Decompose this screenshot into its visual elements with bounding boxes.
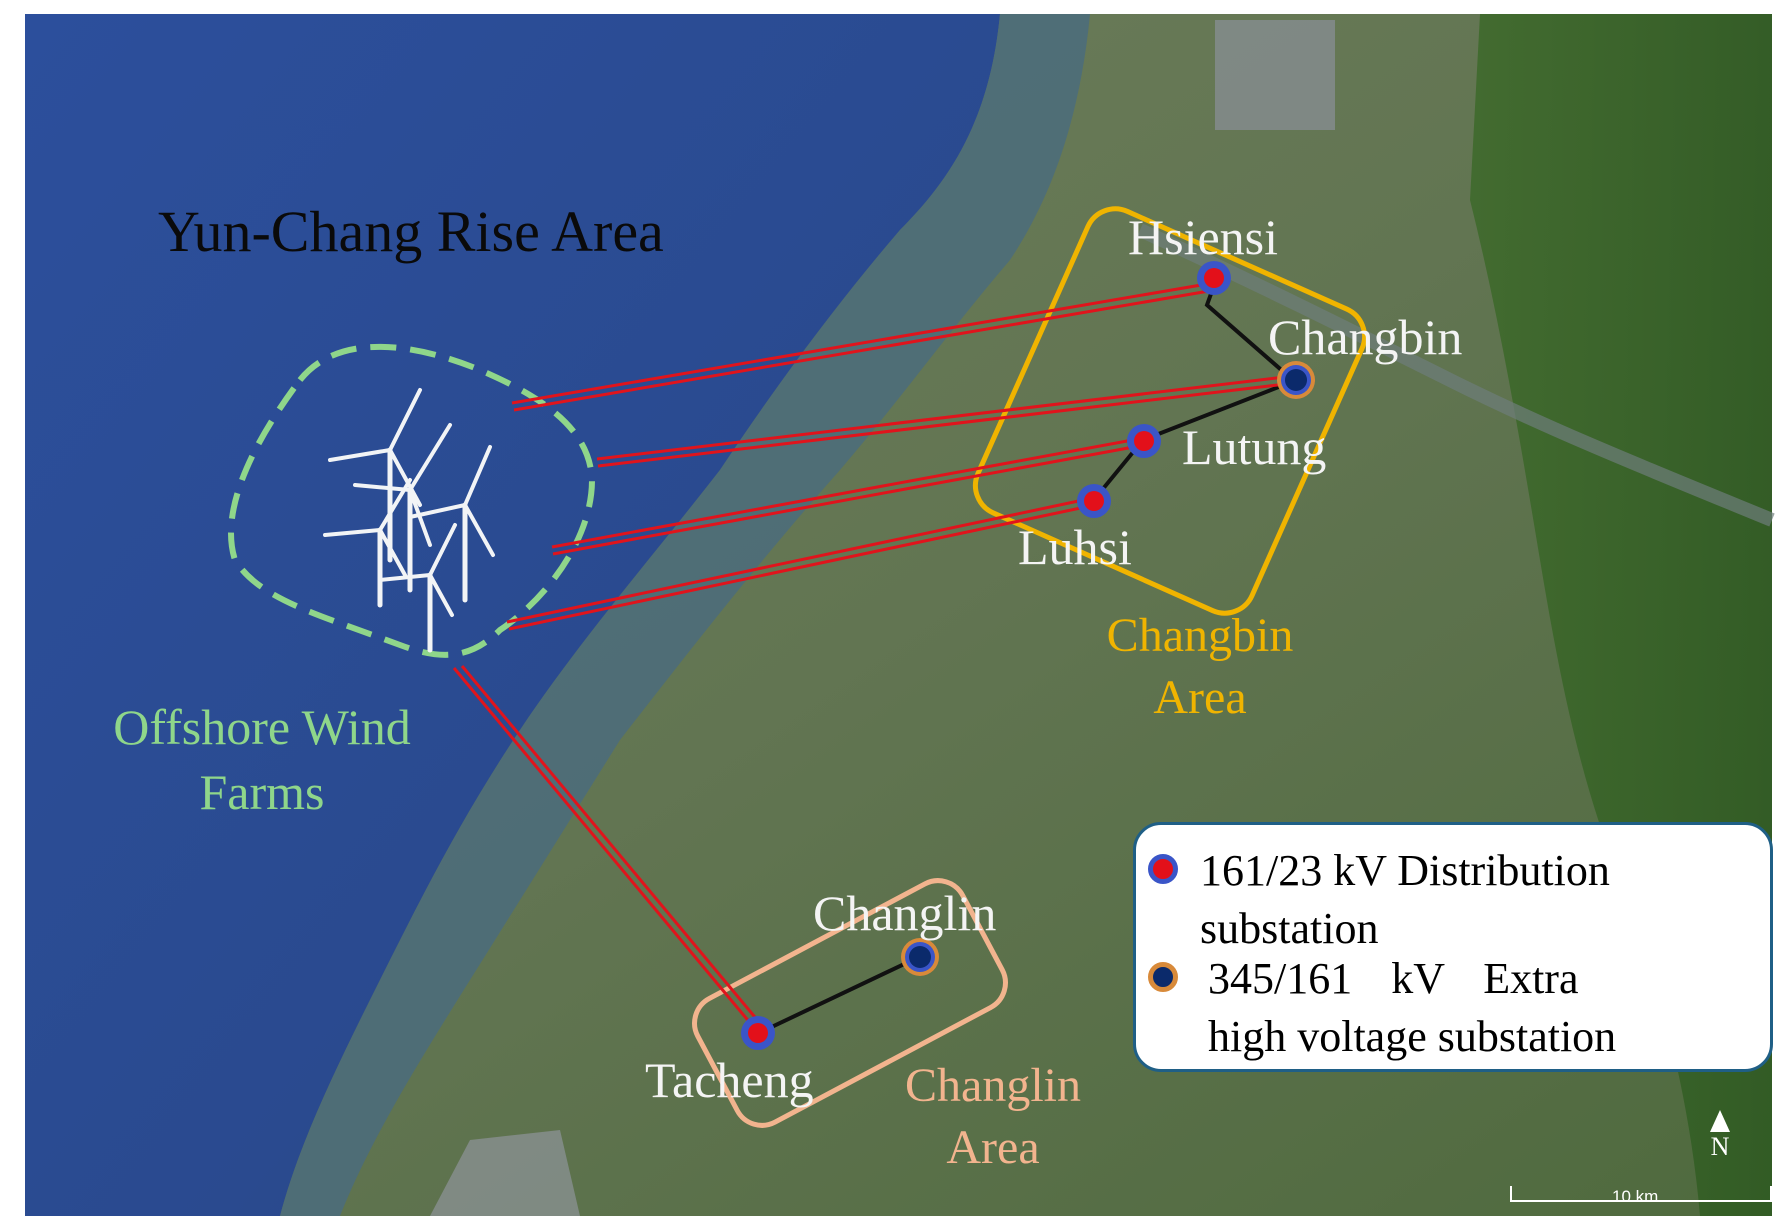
substation-luhsi-marker[interactable] bbox=[1077, 484, 1111, 518]
legend-ehv-line2: high voltage substation bbox=[1208, 1012, 1617, 1061]
wind-farm-boundary bbox=[228, 343, 596, 658]
wind-turbines bbox=[323, 388, 495, 653]
substation-changbin-marker[interactable] bbox=[1277, 361, 1315, 399]
changlin-area-boundary bbox=[692, 878, 1008, 1128]
turbine-1-icon bbox=[328, 388, 422, 563]
turbine-5-icon bbox=[378, 523, 457, 653]
label-hsiensi: Hsiensi bbox=[1128, 209, 1278, 265]
submarine-cables bbox=[452, 282, 1287, 1025]
sea-area bbox=[25, 14, 1000, 1216]
scale-label: 10 km bbox=[1612, 1187, 1659, 1206]
substation-lutung-marker[interactable] bbox=[1127, 424, 1161, 458]
label-changlin: Changlin bbox=[813, 885, 997, 941]
north-label: N bbox=[1710, 1132, 1730, 1161]
north-arrow-icon bbox=[1710, 1110, 1730, 1132]
label-changbin: Changbin bbox=[1268, 309, 1463, 365]
grid-interconnect-changlin bbox=[758, 955, 920, 1035]
north-arrow: N bbox=[1705, 1110, 1735, 1160]
wind-farm-label: Offshore Wind Farms bbox=[113, 699, 411, 820]
label-changlin-area: Changlin Area bbox=[905, 1059, 1081, 1175]
map-legend: 161/23 kV Distribution substation 345/16… bbox=[1133, 822, 1773, 1072]
changbin-area-boundary bbox=[972, 206, 1368, 616]
label-lutung: Lutung bbox=[1182, 419, 1327, 475]
substation-changlin-marker[interactable] bbox=[901, 938, 939, 976]
scale-bar bbox=[1510, 1186, 1772, 1202]
legend-distribution-icon bbox=[1148, 854, 1178, 884]
legend-distribution-line2: substation bbox=[1200, 904, 1379, 953]
industrial-zone-north bbox=[1215, 20, 1335, 130]
legend-distribution-line1: 161/23 kV Distribution bbox=[1200, 846, 1610, 895]
label-luhsi: Luhsi bbox=[1018, 519, 1132, 575]
turbine-3-icon bbox=[353, 423, 452, 593]
substation-hsiensi-marker[interactable] bbox=[1197, 261, 1231, 295]
turbine-4-icon bbox=[323, 478, 412, 608]
map-title: Yun-Chang Rise Area bbox=[158, 199, 664, 264]
tidal-flats bbox=[280, 14, 1090, 1216]
river bbox=[1137, 223, 1775, 527]
substation-tacheng-marker[interactable] bbox=[741, 1016, 775, 1050]
legend-ehv-icon bbox=[1148, 962, 1178, 992]
label-tacheng: Tacheng bbox=[645, 1052, 814, 1108]
legend-ehv-line1: 345/161 kV Extra bbox=[1208, 954, 1579, 1003]
label-changbin-area: Changbin Area bbox=[1106, 609, 1294, 725]
industrial-zone-south bbox=[430, 1130, 580, 1216]
